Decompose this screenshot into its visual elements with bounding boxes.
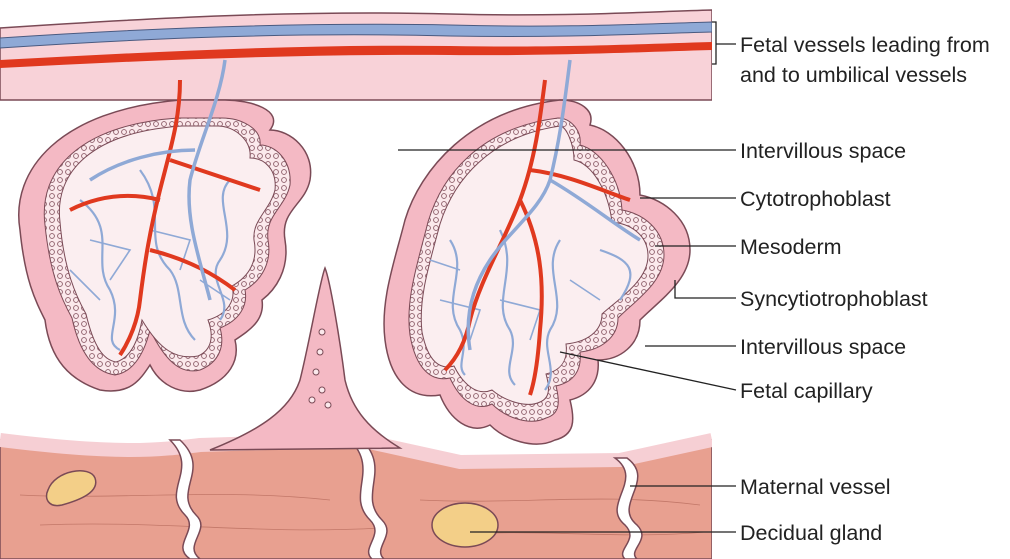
label-intervillous-space-upper: Intervillous space [740,139,906,163]
fetal-vessels-bracket [712,21,736,65]
villous-tree-left [18,59,312,392]
label-maternal-vessel: Maternal vessel [740,475,891,499]
villous-tree-right [383,59,691,445]
leader-lines [398,149,737,533]
maternal-vessels [168,439,643,559]
label-decidual-gland: Decidual gland [740,521,882,545]
decidua [0,432,712,559]
labels: Fetal vessels leading from and to umbili… [740,33,990,545]
label-mesoderm: Mesoderm [740,235,842,259]
decidual-septum [209,266,403,451]
label-fetal-vessels-line2: and to umbilical vessels [740,63,967,87]
label-cytotrophoblast: Cytotrophoblast [740,187,891,211]
label-syncytiotrophoblast: Syncytiotrophoblast [740,287,928,311]
label-fetal-vessels-line1: Fetal vessels leading from [740,33,990,57]
label-fetal-capillary: Fetal capillary [740,379,873,403]
label-intervillous-space-lower: Intervillous space [740,335,906,359]
chorionic-plate [0,9,712,101]
decidual-glands [45,470,499,548]
